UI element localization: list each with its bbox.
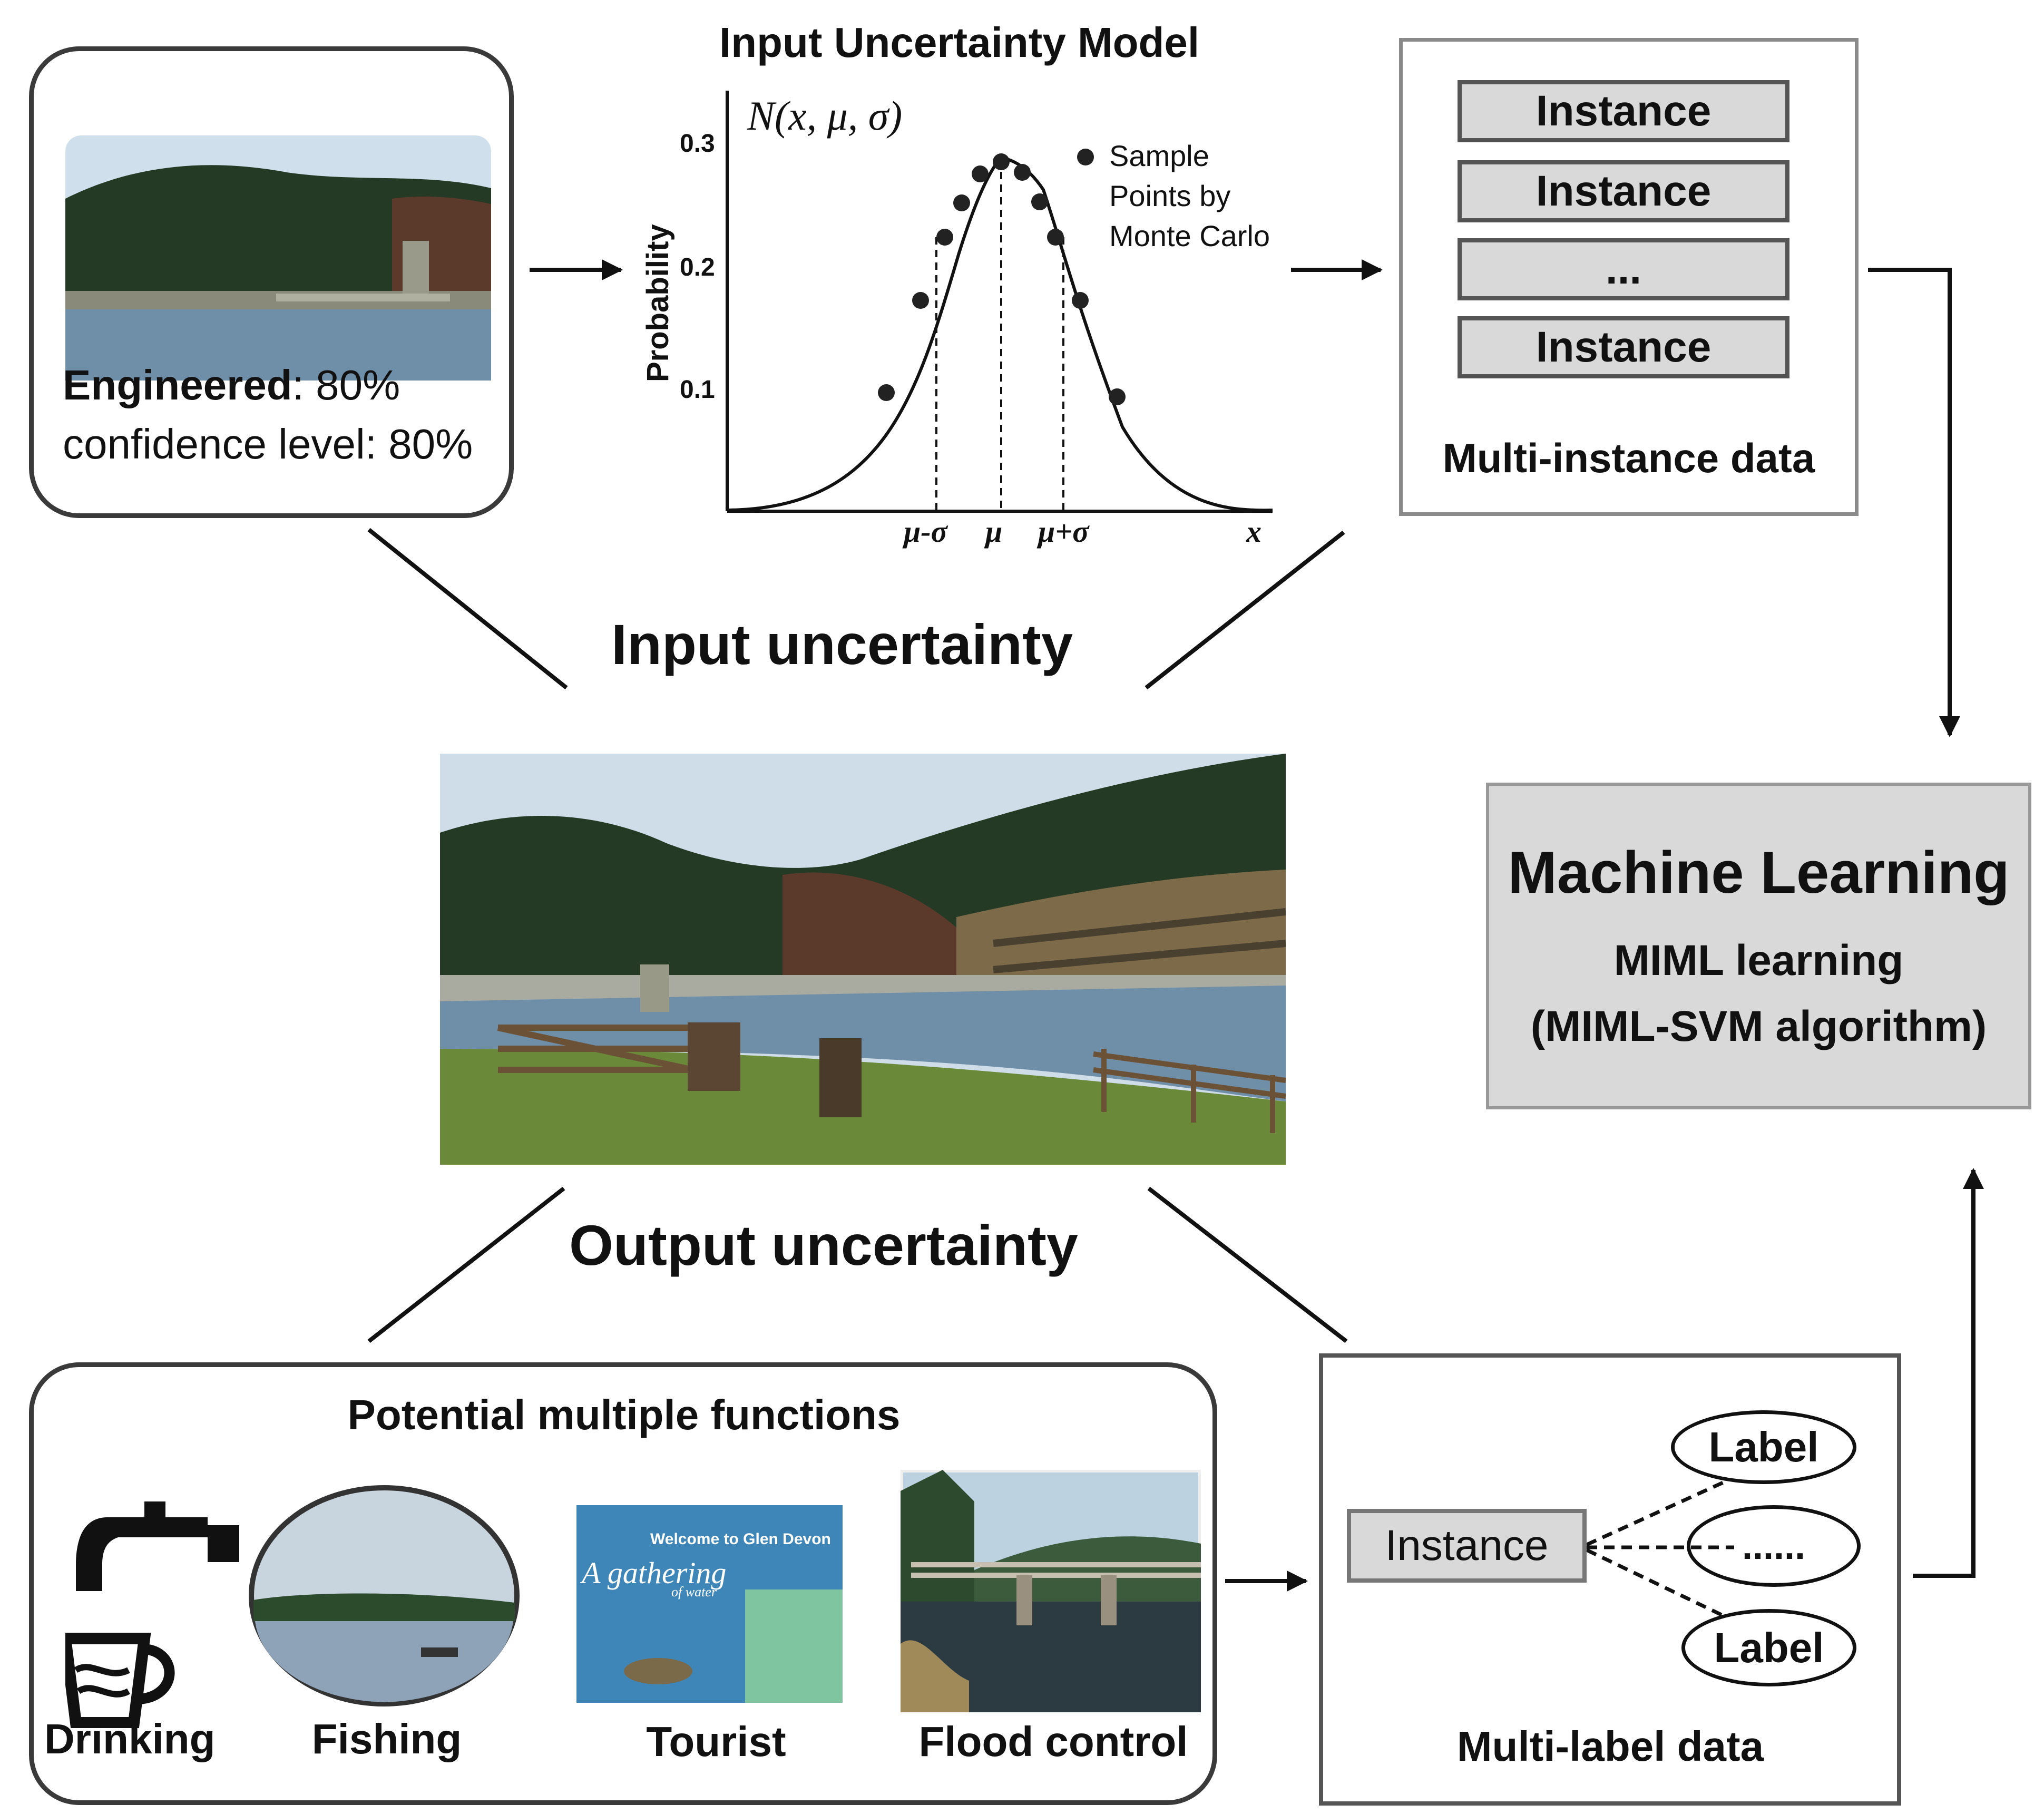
arrow-labels-to-ml xyxy=(1913,1168,1984,1578)
label-ellipse-2: ...... xyxy=(1687,1505,1861,1587)
drinking-icon xyxy=(65,1501,239,1728)
sample-point xyxy=(936,229,953,246)
function-flood-control: Flood control xyxy=(918,1718,1188,1765)
y-axis-label: Probability xyxy=(641,224,675,382)
instance-row: Instance xyxy=(1458,316,1789,378)
multi-instance-caption: Multi-instance data xyxy=(1442,435,1815,481)
normal-distribution-plot xyxy=(726,91,1273,513)
sign-water-text: of water xyxy=(671,1584,717,1600)
sign-fish-graphic xyxy=(624,1658,692,1684)
sample-point xyxy=(912,292,929,309)
sign-welcome-text: Welcome to Glen Devon xyxy=(650,1530,831,1548)
label-ellipse-3: Label xyxy=(1681,1609,1856,1686)
label-instance-box: Instance xyxy=(1347,1509,1587,1583)
multi-instance-box: Instance Instance ... Instance Multi-ins… xyxy=(1399,38,1859,516)
functions-title: Potential multiple functions xyxy=(347,1391,901,1438)
x-tick-mu-plus-sigma: μ+σ xyxy=(1038,514,1089,549)
y-tick-0.2: 0.2 xyxy=(680,253,715,281)
instance-row: Instance xyxy=(1458,160,1789,222)
sample-point xyxy=(1109,388,1126,405)
gaussian-curve xyxy=(727,156,1273,512)
instance-row: Instance xyxy=(1458,80,1789,142)
sign-map-area xyxy=(745,1589,843,1703)
machine-learning-box: Machine Learning MIML learning (MIML-SVM… xyxy=(1486,783,2031,1109)
fishing-icon xyxy=(249,1485,520,1706)
tourist-sign: Welcome to Glen Devon A gathering of wat… xyxy=(576,1505,843,1703)
output-uncertainty-label: Output uncertainty xyxy=(569,1213,1078,1277)
engineered-value: : 80% xyxy=(292,362,400,408)
sample-point xyxy=(953,194,970,211)
input-diag-left xyxy=(367,528,568,690)
output-diag-left xyxy=(367,1186,565,1343)
function-drinking: Drinking xyxy=(44,1715,216,1762)
sample-point xyxy=(993,153,1010,170)
formula: N(x, μ, σ) xyxy=(747,93,903,139)
input-diag-right xyxy=(1145,530,1345,690)
flood-control-photo xyxy=(901,1470,1201,1712)
multi-label-caption: Multi-label data xyxy=(1456,1723,1764,1770)
ml-title: Machine Learning xyxy=(1508,840,2010,905)
x-tick-mu: μ xyxy=(985,514,1003,549)
model-title: Input Uncertainty Model xyxy=(719,19,1200,66)
input-uncertainty-label: Input uncertainty xyxy=(611,612,1073,676)
input-photo-card: Engineered: 80% confidence level: 80% xyxy=(29,46,514,518)
label-ellipse-1: Label xyxy=(1671,1410,1856,1484)
sample-point xyxy=(878,384,895,401)
sample-point xyxy=(972,165,989,182)
x-tick-x: x xyxy=(1246,514,1261,549)
ml-algorithm: (MIML-SVM algorithm) xyxy=(1530,1002,1987,1050)
sample-point xyxy=(1072,292,1089,309)
legend-line-1: Sample xyxy=(1109,139,1209,172)
function-tourist: Tourist xyxy=(646,1718,786,1765)
engineered-line: Engineered: 80% xyxy=(63,361,400,409)
y-tick-0.3: 0.3 xyxy=(680,130,715,158)
sample-point xyxy=(1014,164,1031,181)
ml-subtitle: MIML learning xyxy=(1613,937,1904,984)
sign-gathering-text: A gathering xyxy=(582,1556,727,1590)
confidence-level: confidence level: 80% xyxy=(63,421,473,467)
output-diag-right xyxy=(1147,1186,1348,1343)
engineered-label: Engineered xyxy=(63,362,292,408)
arrow-instances-to-ml xyxy=(1868,268,1960,737)
legend-line-2: Points by xyxy=(1109,179,1231,212)
sample-point xyxy=(1047,229,1064,246)
y-tick-0.1: 0.1 xyxy=(680,376,715,404)
reservoir-photo-small xyxy=(65,135,491,381)
function-fishing: Fishing xyxy=(311,1715,462,1762)
reservoir-photo-large xyxy=(440,754,1286,1165)
legend-line-3: Monte Carlo xyxy=(1109,219,1270,252)
functions-box: Potential multiple functions Welcome to … xyxy=(29,1362,1217,1805)
legend-marker xyxy=(1077,149,1094,165)
x-tick-mu-minus-sigma: μ-σ xyxy=(904,514,947,549)
instance-row-ellipsis: ... xyxy=(1458,238,1789,300)
sample-points xyxy=(878,149,1126,405)
legend-text: Sample Points by Monte Carlo xyxy=(1109,136,1270,256)
sample-point xyxy=(1031,193,1048,210)
multi-label-box: Instance Label ...... Label Multi-label … xyxy=(1319,1353,1901,1806)
